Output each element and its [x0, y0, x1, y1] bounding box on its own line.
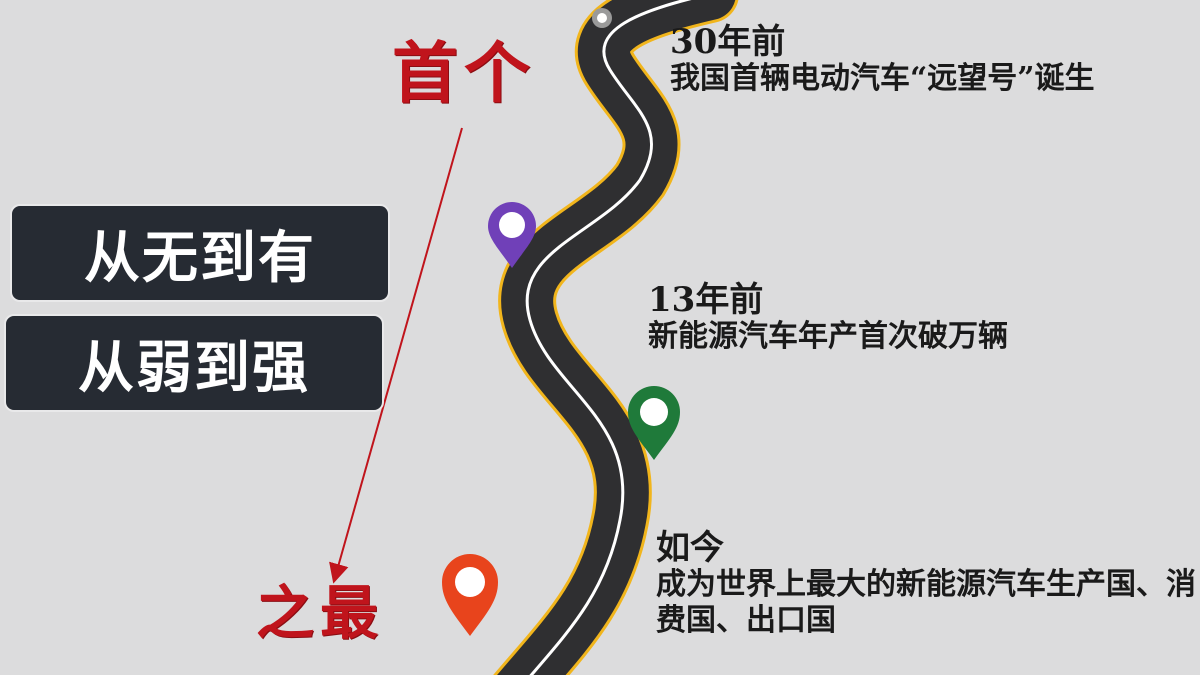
milestone-year: 30年前	[670, 22, 786, 62]
arrow-icon	[329, 127, 463, 584]
milestone-2: 13年前 新能源汽车年产首次破万辆	[648, 280, 1008, 355]
map-pin-icon	[442, 554, 498, 636]
milestone-year: 如今	[656, 528, 724, 568]
title-bottom: 之最	[256, 579, 385, 647]
pill-weak-to-strong: 从弱到强	[4, 314, 384, 412]
pill-from-nothing: 从无到有	[10, 204, 390, 302]
map-pin-icon	[488, 202, 536, 268]
milestone-3: 如今 成为世界上最大的新能源汽车生产国、消费国、出口国	[656, 528, 1196, 639]
milestone-1: 30年前 我国首辆电动汽车“远望号”诞生	[670, 22, 1095, 97]
map-pin-icon	[628, 386, 680, 460]
milestone-text: 新能源汽车年产首次破万辆	[648, 319, 1008, 355]
milestone-text: 我国首辆电动汽车“远望号”诞生	[670, 61, 1095, 97]
milestone-text: 成为世界上最大的新能源汽车生产国、消费国、出口国	[656, 567, 1196, 639]
milestone-year: 13年前	[648, 280, 764, 320]
map-pin-icon	[592, 8, 612, 28]
title-top: 首个	[392, 34, 536, 112]
road	[493, 0, 739, 675]
